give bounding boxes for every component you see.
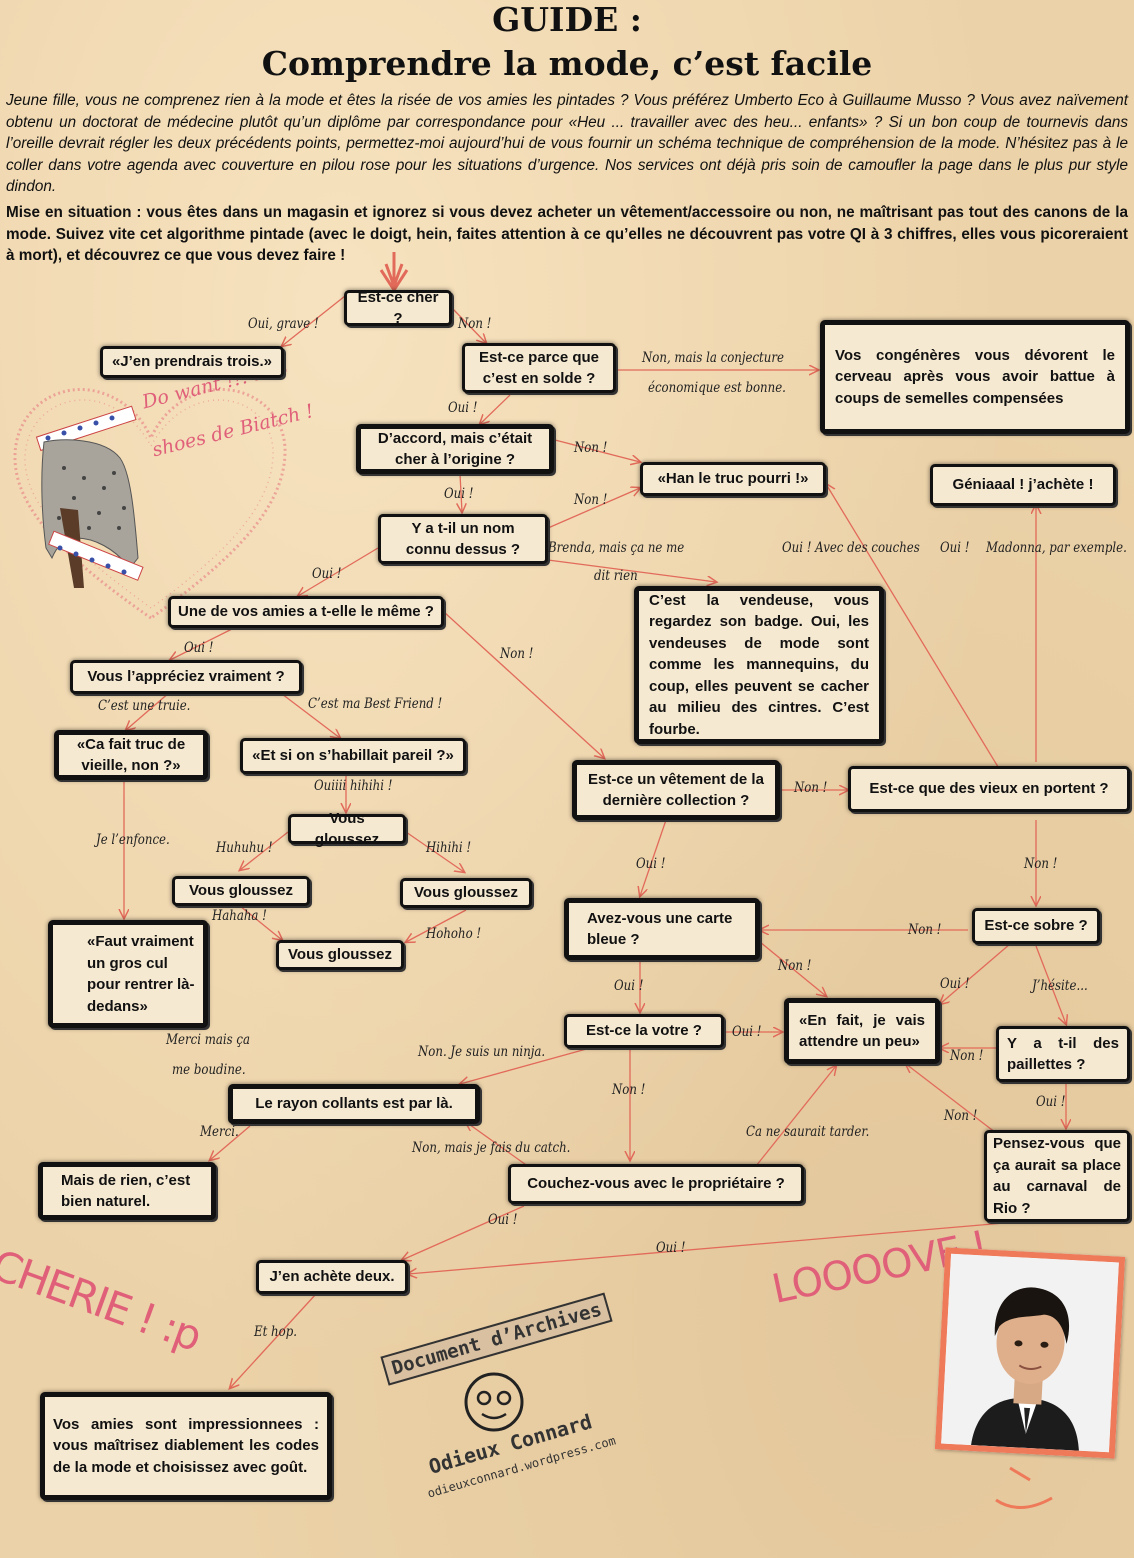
node-cher-a-lorigine: D’accord, mais c’était cher à l’origine … [356,424,554,474]
node-amies-impressionnees: Vos amies sont impressionnees : vous maî… [40,1392,332,1500]
edge-label: Oui ! Avec des couches [782,540,920,556]
node-est-ce-sobre: Est-ce sobre ? [972,908,1100,944]
node-est-ce-la-votre: Est-ce la votre ? [564,1014,724,1048]
edge-label: Oui ! [614,978,644,994]
edge-label: Je l’enfonce. [96,832,170,848]
edge-label: Non, mais je fais du catch. [412,1140,571,1156]
node-vous-gloussez-3: Vous gloussez [400,878,532,908]
intro-bold-paragraph: Mise en situation : vous êtes dans un ma… [6,204,1128,265]
edge-label: me boudine. [172,1062,246,1078]
edge-label: Oui ! [1036,1094,1066,1110]
node-vous-gloussez-4: Vous gloussez [276,940,404,970]
edge-label: Hihihi ! [426,840,472,856]
node-truc-de-vieille: «Ca fait truc de vieille, non ?» [54,730,208,780]
edge-label: Non ! [908,922,942,938]
edge-label: Oui ! [448,400,478,416]
edge-label: C’est une truie. [98,698,191,714]
title-line-2: Comprendre la mode, c’est facile [261,44,873,83]
node-couchez-vous: Couchez-vous avec le propriétaire ? [508,1164,804,1204]
node-geniaal-jachete: Géniaaal ! j’achète ! [930,464,1116,506]
archive-stamp: Document d’Archives Odieux Connard odieu… [370,1292,640,1510]
node-une-de-vos-amies: Une de vos amies a t-elle le même ? [168,596,444,628]
node-est-ce-cher: Est-ce cher ? [344,289,452,327]
edge-label: Non ! [612,1082,646,1098]
edge-label: J’hésite... [1032,978,1088,994]
node-habillait-pareil: «Et si on s’habillait pareil ?» [240,738,466,774]
smile-doodle-icon [995,1466,1053,1509]
high-heel-shoe-icon [35,405,144,588]
edge-label: Oui ! [656,1240,686,1256]
edge-label: Non ! [1024,856,1058,872]
edge-label: Non ! [500,646,534,662]
smiley-face-icon [464,1372,524,1432]
node-attendre-un-peu: «En fait, je vais attendre un peu» [784,998,940,1064]
node-en-solde: Est-ce parce que c’est en solde ? [462,343,616,393]
node-jen-achete-deux: J’en achète deux. [256,1260,408,1294]
edge-label: Ouiiii hihihi ! [314,778,393,794]
node-nom-connu: Y a t-il un nom connu dessus ? [378,514,548,564]
edge-label: C’est ma Best Friend ! [308,696,443,712]
edge-label: Huhuhu ! [216,840,273,856]
edge-label: Non ! [778,958,812,974]
node-mais-de-rien: Mais de rien, c’est bien naturel. [38,1162,216,1220]
edge-label: Oui ! [940,976,970,992]
edge-label: Non ! [574,440,608,456]
node-carnaval-de-rio: Pensez-vous que ça aurait sa place au ca… [984,1130,1130,1222]
edge-label: Oui ! [444,486,474,502]
node-han-le-truc-pourri: «Han le truc pourri !» [640,462,826,496]
title-line-1: GUIDE : [492,0,642,39]
node-gros-cul: «Faut vraiment un gros cul pour rentrer … [48,920,208,1028]
edge-label: Merci mais ça [166,1032,251,1048]
node-paillettes: Y a t-il des paillettes ? [996,1026,1130,1082]
edge-label: économique est bonne. [648,380,786,396]
node-jen-prendrais-trois: «J’en prendrais trois.» [100,346,284,378]
edge-label: Oui, grave ! [248,316,319,332]
intro-italic-paragraph: Jeune fille, vous ne comprenez rien à la… [6,92,1128,196]
edge-label: Madonna, par exemple. [986,540,1127,556]
edge-label: dit rien [594,568,638,584]
node-vous-lappreciez: Vous l’appréciez vraiment ? [70,660,302,694]
portrait-photo [934,1247,1126,1459]
node-vous-gloussez-1: Vous gloussez [288,810,406,848]
edge-label: Oui ! [184,640,214,656]
start-arrow [379,252,409,293]
node-derniere-collection: Est-ce un vêtement de la dernière collec… [572,760,780,820]
edge-label: Oui ! [940,540,970,556]
edge-label: Non ! [950,1048,984,1064]
edge-label: Non. Je suis un ninja. [418,1044,546,1060]
edge-label: Non ! [794,780,828,796]
edge-label: Non ! [944,1108,978,1124]
edge-label: Merci. [200,1124,239,1140]
edge-label: Oui ! [636,856,666,872]
edge-label: Brenda, mais ça ne me [548,540,685,556]
node-cest-la-vendeuse: C’est la vendeuse, vous regardez son bad… [634,586,884,744]
node-carte-bleue: Avez-vous une carte bleue ? [564,898,760,960]
edge-label: Hohoho ! [426,926,482,942]
edge-label: Non ! [574,492,608,508]
node-vous-gloussez-2: Vous gloussez [172,876,310,906]
edge-label: Oui ! [732,1024,762,1040]
edge-label: Non, mais la conjecture [642,350,784,366]
edge-label: Et hop. [254,1324,297,1340]
node-des-vieux-en-portent: Est-ce que des vieux en portent ? [848,766,1130,812]
edge-label: Ca ne saurait tarder. [746,1124,870,1140]
node-rayon-collants: Le rayon collants est par là. [228,1084,480,1124]
heart-decoration [13,388,287,620]
portrait-man-icon [941,1253,1119,1453]
edge-label: Non ! [458,316,492,332]
edge-label: Hahaha ! [212,908,267,924]
edge-label: Oui ! [488,1212,518,1228]
edge-label: Oui ! [312,566,342,582]
node-congeneres: Vos congénères vous dévorent le cerveau … [820,320,1130,434]
